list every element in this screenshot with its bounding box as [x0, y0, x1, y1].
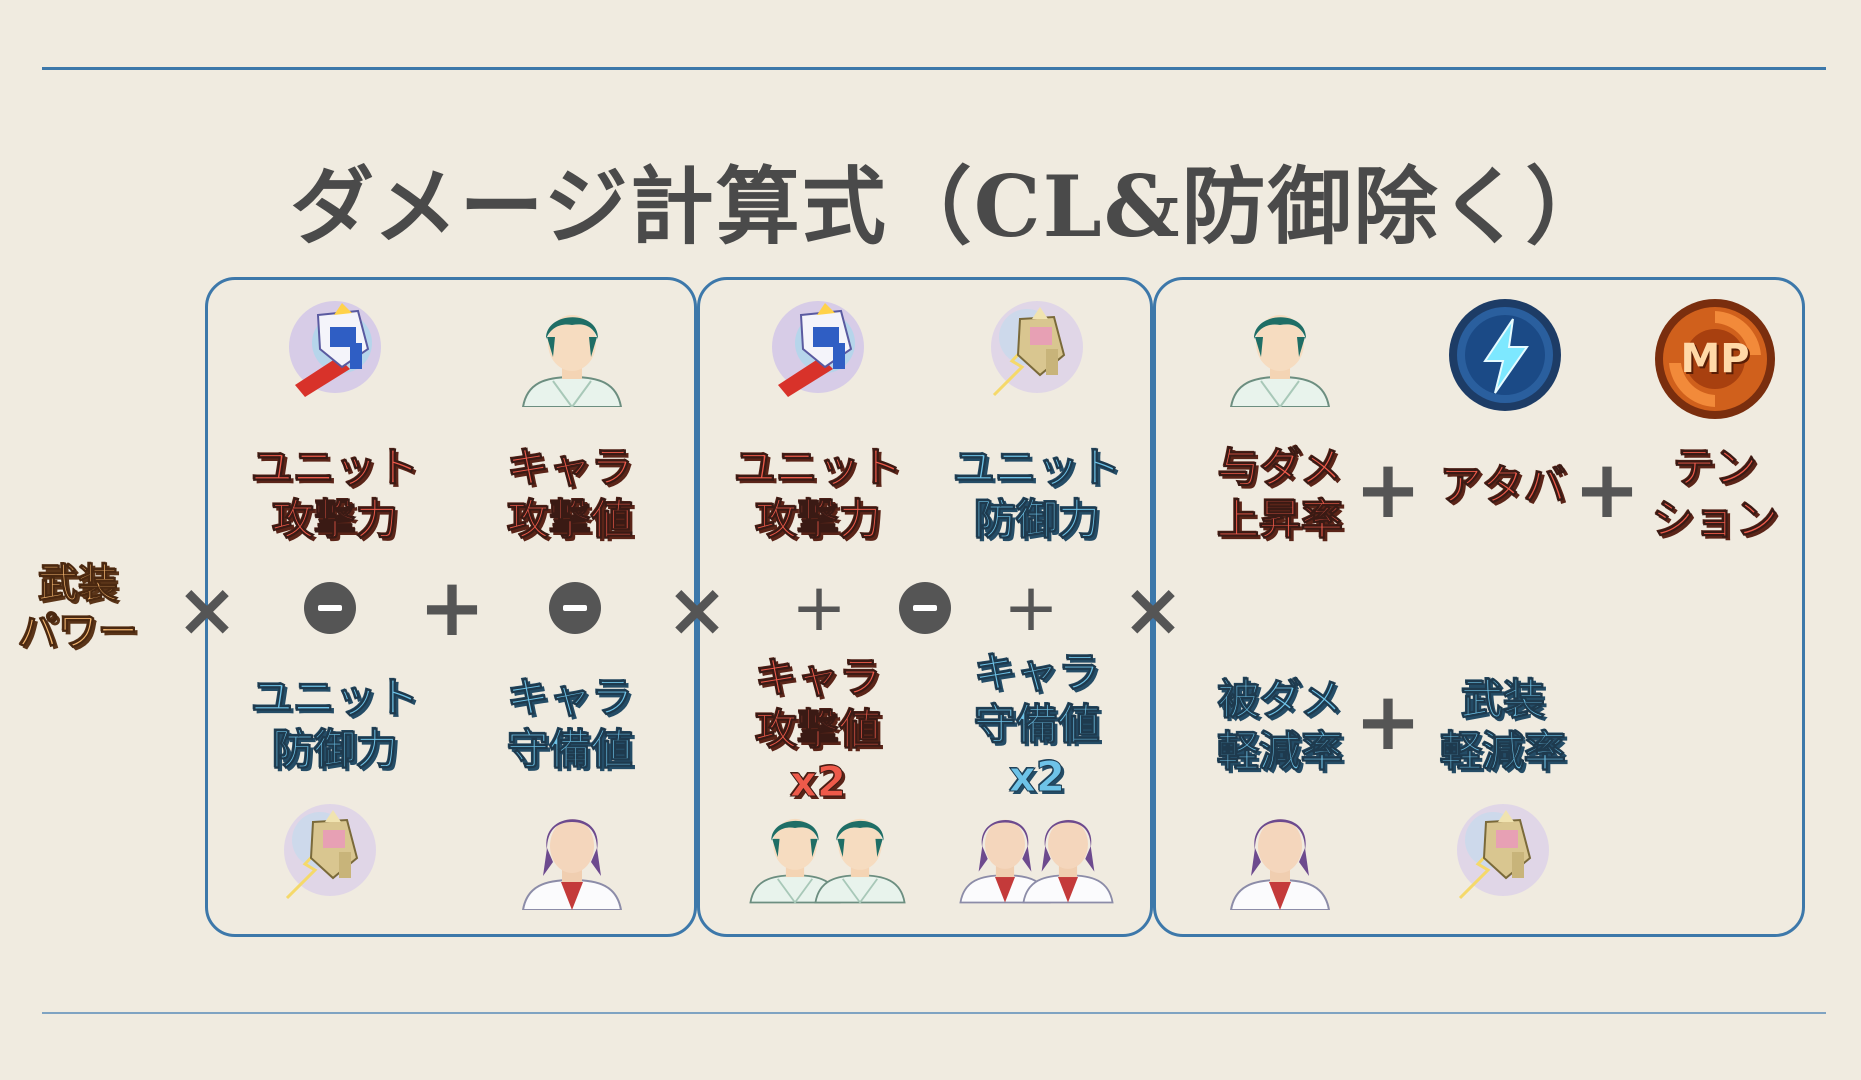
group-box-1 [205, 277, 697, 937]
attack-buff-label: アタバ [1439, 461, 1567, 511]
character-kamille-icon [1230, 314, 1330, 407]
group-box-2 [697, 277, 1153, 937]
unit-gundam-icon [771, 300, 865, 398]
bottom-rule [42, 1012, 1826, 1014]
damage-up-rate-label: 与ダメ上昇率 [1216, 443, 1344, 545]
tension-label: テンション [1651, 443, 1779, 545]
weapon-reduction-rate-label: 武装軽減率 [1439, 675, 1567, 777]
damage-reduction-rate-label: 被ダメ軽減率 [1216, 675, 1344, 777]
minus-operator-1 [304, 582, 356, 634]
multiply-operator-3: × [1121, 567, 1185, 653]
page-title: ダメージ計算式（CL&防御除く） [290, 157, 1612, 256]
plus-operator-4: + [1354, 443, 1422, 536]
multiply-operator-1: × [175, 567, 239, 653]
character-kamille-icon [522, 314, 622, 407]
character-attack-label: キャラ攻撃値 [506, 443, 634, 545]
unit-attack-label: ユニット攻撃力 [250, 443, 420, 545]
unit-defense-label: ユニット防御力 [952, 443, 1122, 545]
plus-operator-5: + [1573, 443, 1641, 536]
unit-defense-label: ユニット防御力 [250, 673, 420, 775]
character-paptimus-icon [1230, 818, 1330, 910]
unit-hyakushiki-icon [282, 802, 378, 900]
unit-hyakushiki-icon [989, 299, 1085, 397]
group-box-3 [1153, 277, 1805, 937]
character-paptimus-icon [522, 818, 622, 910]
plus-operator-2: + [791, 569, 847, 646]
top-rule [42, 67, 1826, 70]
unit-gundam-icon [288, 300, 382, 398]
minus-operator-2 [549, 582, 601, 634]
plus-operator-1: + [418, 561, 486, 654]
character-guard-label: キャラ守備値 [506, 673, 634, 775]
plus-operator-3: + [1003, 569, 1059, 646]
tension-mp-icon [1655, 299, 1775, 419]
mp-badge-text: MP [1680, 336, 1750, 382]
multiply-operator-2: × [665, 567, 729, 653]
weapon-power-label: 武装パワー [18, 561, 139, 656]
character-kamille-icon [814, 817, 906, 904]
unit-attack-label: ユニット攻撃力 [733, 443, 903, 545]
character-paptimus-icon [1022, 818, 1114, 904]
plus-operator-6: + [1354, 675, 1422, 768]
attack-boost-icon [1449, 299, 1561, 411]
unit-hyakushiki-icon [1455, 802, 1551, 900]
minus-operator-3 [899, 582, 951, 634]
